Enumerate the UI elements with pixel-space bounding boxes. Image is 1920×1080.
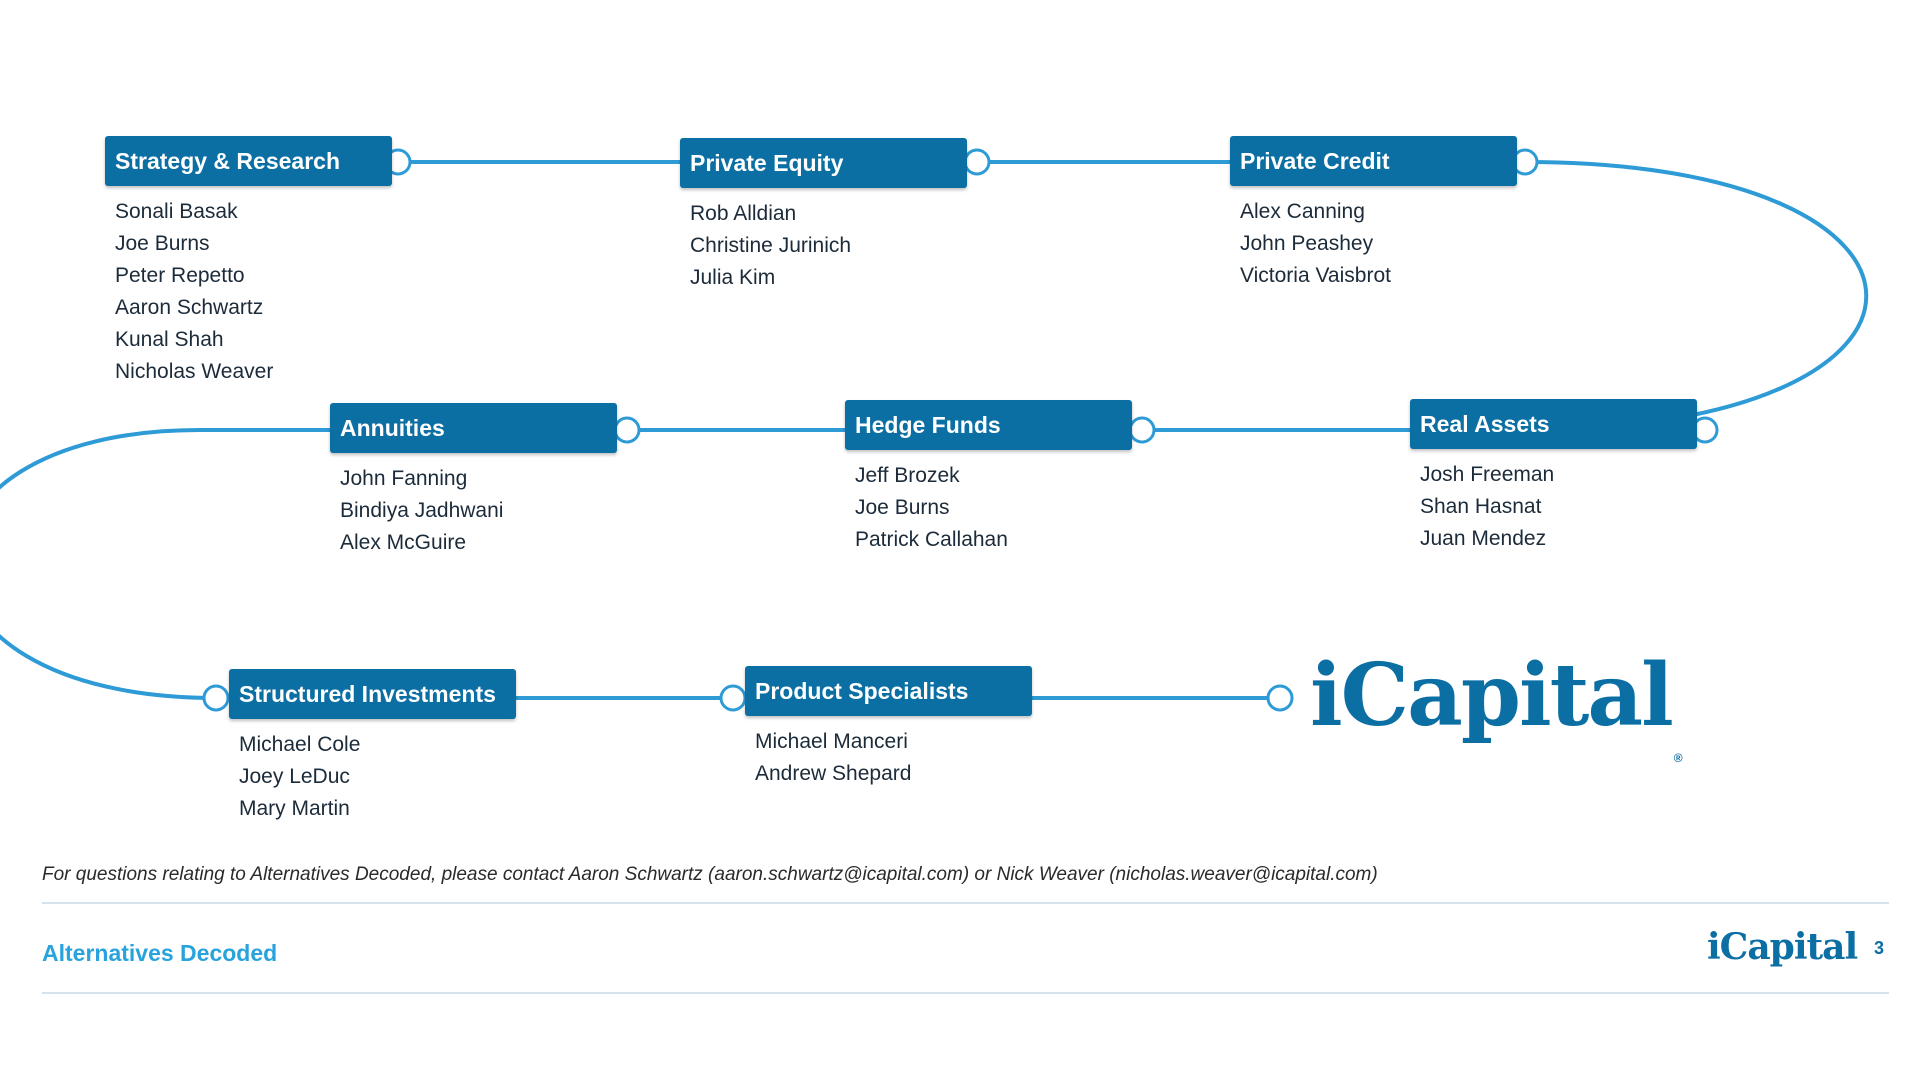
footer-divider-bottom	[42, 992, 1889, 994]
member-name: Alex McGuire	[340, 531, 467, 554]
member-name: Alex Canning	[1240, 200, 1365, 223]
team-title: Structured Investments	[239, 681, 496, 707]
footer-logo: iCapital	[1707, 926, 1858, 968]
member-list: John Fanning Bindiya Jadhwani Alex McGui…	[340, 463, 503, 559]
member-name: Joe Burns	[115, 232, 210, 255]
member-name: Andrew Shepard	[755, 762, 912, 785]
team-header: Private Equity	[680, 138, 967, 188]
member-name: Mary Martin	[239, 797, 350, 820]
member-name: Bindiya Jadhwani	[340, 499, 504, 522]
logo-text: iCapital	[1310, 645, 1674, 746]
contact-note: For questions relating to Alternatives D…	[42, 864, 1378, 885]
team-title: Real Assets	[1420, 411, 1550, 437]
node-logo	[1266, 684, 1294, 712]
member-name: Christine Jurinich	[690, 234, 852, 257]
node-private-equity	[963, 148, 991, 176]
member-name: John Peashey	[1240, 232, 1374, 255]
team-header: Real Assets	[1410, 399, 1697, 449]
team-title: Private Credit	[1240, 148, 1390, 174]
member-name: Nicholas Weaver	[115, 360, 274, 383]
member-name: Aaron Schwartz	[115, 296, 264, 319]
team-header: Hedge Funds	[845, 400, 1132, 450]
node-product-specialists	[719, 684, 747, 712]
member-name: Michael Manceri	[755, 730, 908, 753]
team-header: Product Specialists	[745, 666, 1032, 716]
member-name: Joe Burns	[855, 496, 950, 519]
page-number: 3	[1874, 938, 1885, 958]
member-name: Patrick Callahan	[855, 528, 1008, 551]
member-list: Rob Alldian Christine Jurinich Julia Kim	[690, 198, 851, 294]
member-list: Sonali Basak Joe Burns Peter Repetto Aar…	[115, 196, 273, 388]
member-list: Jeff Brozek Joe Burns Patrick Callahan	[855, 460, 1008, 556]
icapital-logo: iCapital ®	[1310, 645, 1683, 766]
team-header: Structured Investments	[229, 669, 516, 719]
member-name: Victoria Vaisbrot	[1240, 264, 1391, 287]
team-title: Hedge Funds	[855, 412, 1001, 438]
member-name: John Fanning	[340, 467, 468, 490]
node-structured-investments	[202, 684, 230, 712]
team-title: Strategy & Research	[115, 148, 340, 174]
member-name: Michael Cole	[239, 733, 361, 756]
member-name: Joey LeDuc	[239, 765, 350, 788]
footer-divider-top	[42, 902, 1889, 904]
team-title: Product Specialists	[755, 678, 969, 704]
member-list: Michael Manceri Andrew Shepard	[755, 726, 911, 790]
member-name: Juan Mendez	[1420, 527, 1547, 550]
node-hedge-funds	[1128, 416, 1156, 444]
member-name: Rob Alldian	[690, 202, 797, 225]
member-list: Josh Freeman Shan Hasnat Juan Mendez	[1420, 459, 1554, 555]
member-name: Jeff Brozek	[855, 464, 960, 487]
member-name: Shan Hasnat	[1420, 495, 1542, 518]
member-name: Julia Kim	[690, 266, 776, 289]
team-title: Annuities	[340, 415, 445, 441]
footer-title: Alternatives Decoded	[42, 940, 278, 966]
team-title: Private Equity	[690, 150, 844, 176]
team-header: Annuities	[330, 403, 617, 453]
member-name: Peter Repetto	[115, 264, 245, 287]
member-name: Josh Freeman	[1420, 463, 1555, 486]
member-list: Michael Cole Joey LeDuc Mary Martin	[239, 729, 360, 825]
registered-mark: ®	[1673, 751, 1683, 765]
member-name: Kunal Shah	[115, 328, 224, 351]
member-name: Sonali Basak	[115, 200, 238, 223]
node-annuities	[613, 416, 641, 444]
team-header: Private Credit	[1230, 136, 1517, 186]
member-list: Alex Canning John Peashey Victoria Vaisb…	[1240, 196, 1391, 292]
team-header: Strategy & Research	[105, 136, 392, 186]
